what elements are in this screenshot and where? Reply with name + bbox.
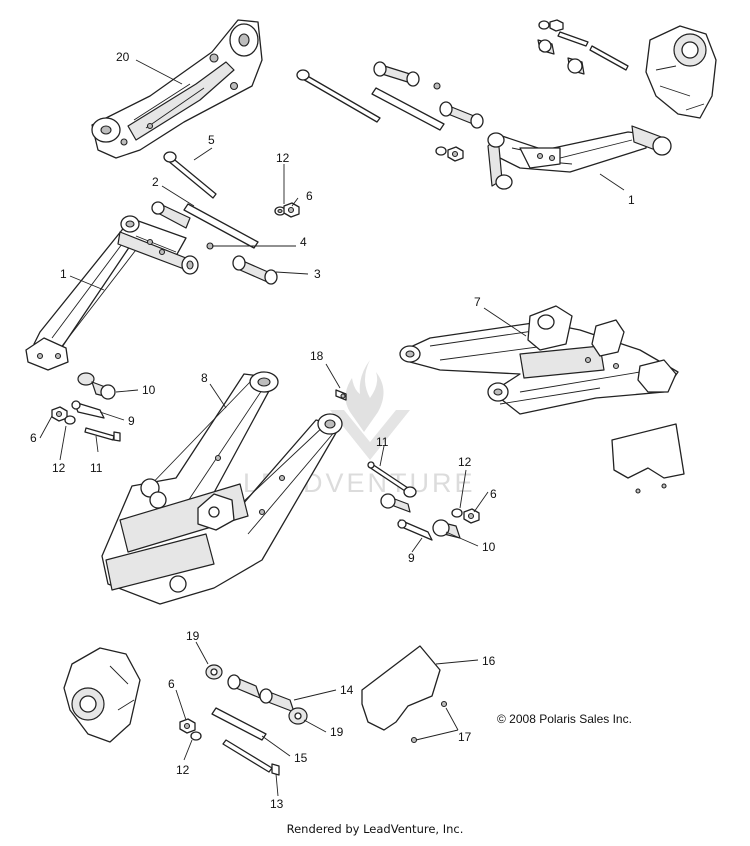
part-5-bolt-upper[interactable]: [296, 69, 381, 123]
part-12-washer-a[interactable]: [274, 206, 286, 216]
part-6-nut-upper[interactable]: [447, 146, 464, 162]
callout-1-right: 1: [628, 193, 635, 207]
part-13-bolt[interactable]: [222, 739, 280, 776]
part-6-nut-bottom[interactable]: [179, 718, 196, 734]
part-7-swing-arm[interactable]: [399, 305, 679, 415]
part-1-a-arm-right[interactable]: [487, 125, 672, 190]
part-17-screws[interactable]: [410, 700, 448, 744]
part-12-washer-right[interactable]: [451, 508, 463, 518]
part-5-bolt[interactable]: [163, 151, 217, 199]
part-knuckle-top-right[interactable]: [645, 25, 717, 119]
callout-12-right: 12: [458, 455, 472, 469]
callout-5: 5: [208, 133, 215, 147]
part-20-bracket[interactable]: [91, 19, 263, 159]
part-11-bolt-left[interactable]: [84, 427, 121, 442]
callout-6: 6: [306, 189, 313, 203]
callout-14: 14: [340, 683, 354, 697]
part-12-washer-left[interactable]: [64, 415, 76, 425]
callout-11-left: 11: [90, 461, 103, 475]
callout-12: 12: [276, 151, 290, 165]
part-6-nut-a[interactable]: [283, 202, 300, 218]
callout-15: 15: [294, 751, 308, 765]
callout-7: 7: [474, 295, 481, 309]
part-10-bushing-left[interactable]: [77, 372, 116, 400]
callout-13: 13: [270, 797, 284, 811]
part-9-sleeve-left[interactable]: [71, 400, 105, 419]
part-knuckle-bottom-left[interactable]: [63, 647, 141, 743]
part-12-washer-upper[interactable]: [435, 146, 447, 156]
callout-2: 2: [152, 175, 159, 189]
callout-19-bottom: 19: [330, 725, 344, 739]
callout-6-left: 6: [30, 431, 37, 445]
callout-17: 17: [458, 730, 472, 744]
callout-labels: 20 5 12 6 2 4 3 1 1 7 18 8 10 9 6 12 11 …: [30, 50, 635, 811]
callout-4: 4: [300, 235, 307, 249]
part-9-sleeve-right[interactable]: [397, 519, 433, 541]
part-12-washer-bottom[interactable]: [190, 731, 202, 741]
callout-6-right: 6: [490, 487, 497, 501]
callout-12-left: 12: [52, 461, 66, 475]
callout-19-top: 19: [186, 629, 200, 643]
part-3-bushing-upper-a[interactable]: [373, 61, 420, 87]
part-14-sleeve-b[interactable]: [259, 688, 295, 713]
leader-lines: [39, 59, 625, 797]
part-2-pin[interactable]: [183, 203, 259, 249]
part-15-pin[interactable]: [211, 707, 267, 741]
callout-20: 20: [116, 50, 130, 64]
footer-rendered-by: Rendered by LeadVenture, Inc.: [286, 822, 464, 836]
part-6-nut-right[interactable]: [463, 508, 480, 524]
copyright-notice: © 2008 Polaris Sales Inc.: [497, 712, 632, 726]
part-10-bushing-right[interactable]: [432, 519, 461, 539]
part-19-bushing-top[interactable]: [205, 664, 223, 680]
callout-11-right: 11: [376, 435, 389, 449]
callout-9-right: 9: [408, 551, 415, 565]
part-4-fitting-upper[interactable]: [433, 82, 441, 90]
callout-12-bottom: 12: [176, 763, 190, 777]
callout-10-right: 10: [482, 540, 496, 554]
part-bushing-top-right[interactable]: [537, 19, 629, 75]
part-3-bushing-upper-b[interactable]: [439, 101, 484, 129]
part-14-sleeve-a[interactable]: [227, 674, 261, 699]
part-2-pin-upper[interactable]: [371, 87, 445, 131]
callout-3: 3: [314, 267, 321, 281]
callout-1-left: 1: [60, 267, 67, 281]
callout-6-bottom: 6: [168, 677, 175, 691]
callout-8: 8: [201, 371, 208, 385]
part-16-plate[interactable]: [361, 645, 441, 731]
part-1-a-arm-left[interactable]: [25, 215, 199, 371]
part-3-bushing[interactable]: [232, 255, 278, 285]
part-1-bushing-upper[interactable]: [151, 201, 191, 229]
callout-10-left: 10: [142, 383, 156, 397]
part-plate-right-middle[interactable]: [611, 423, 685, 494]
part-18-bolt[interactable]: [335, 389, 347, 401]
callout-16: 16: [482, 654, 496, 668]
part-19-bushing-bottom[interactable]: [288, 707, 308, 725]
part-bushing-right-a[interactable]: [380, 486, 417, 513]
callout-18: 18: [310, 349, 324, 363]
part-8-main-arm[interactable]: [101, 371, 343, 605]
callout-9-left: 9: [128, 414, 135, 428]
